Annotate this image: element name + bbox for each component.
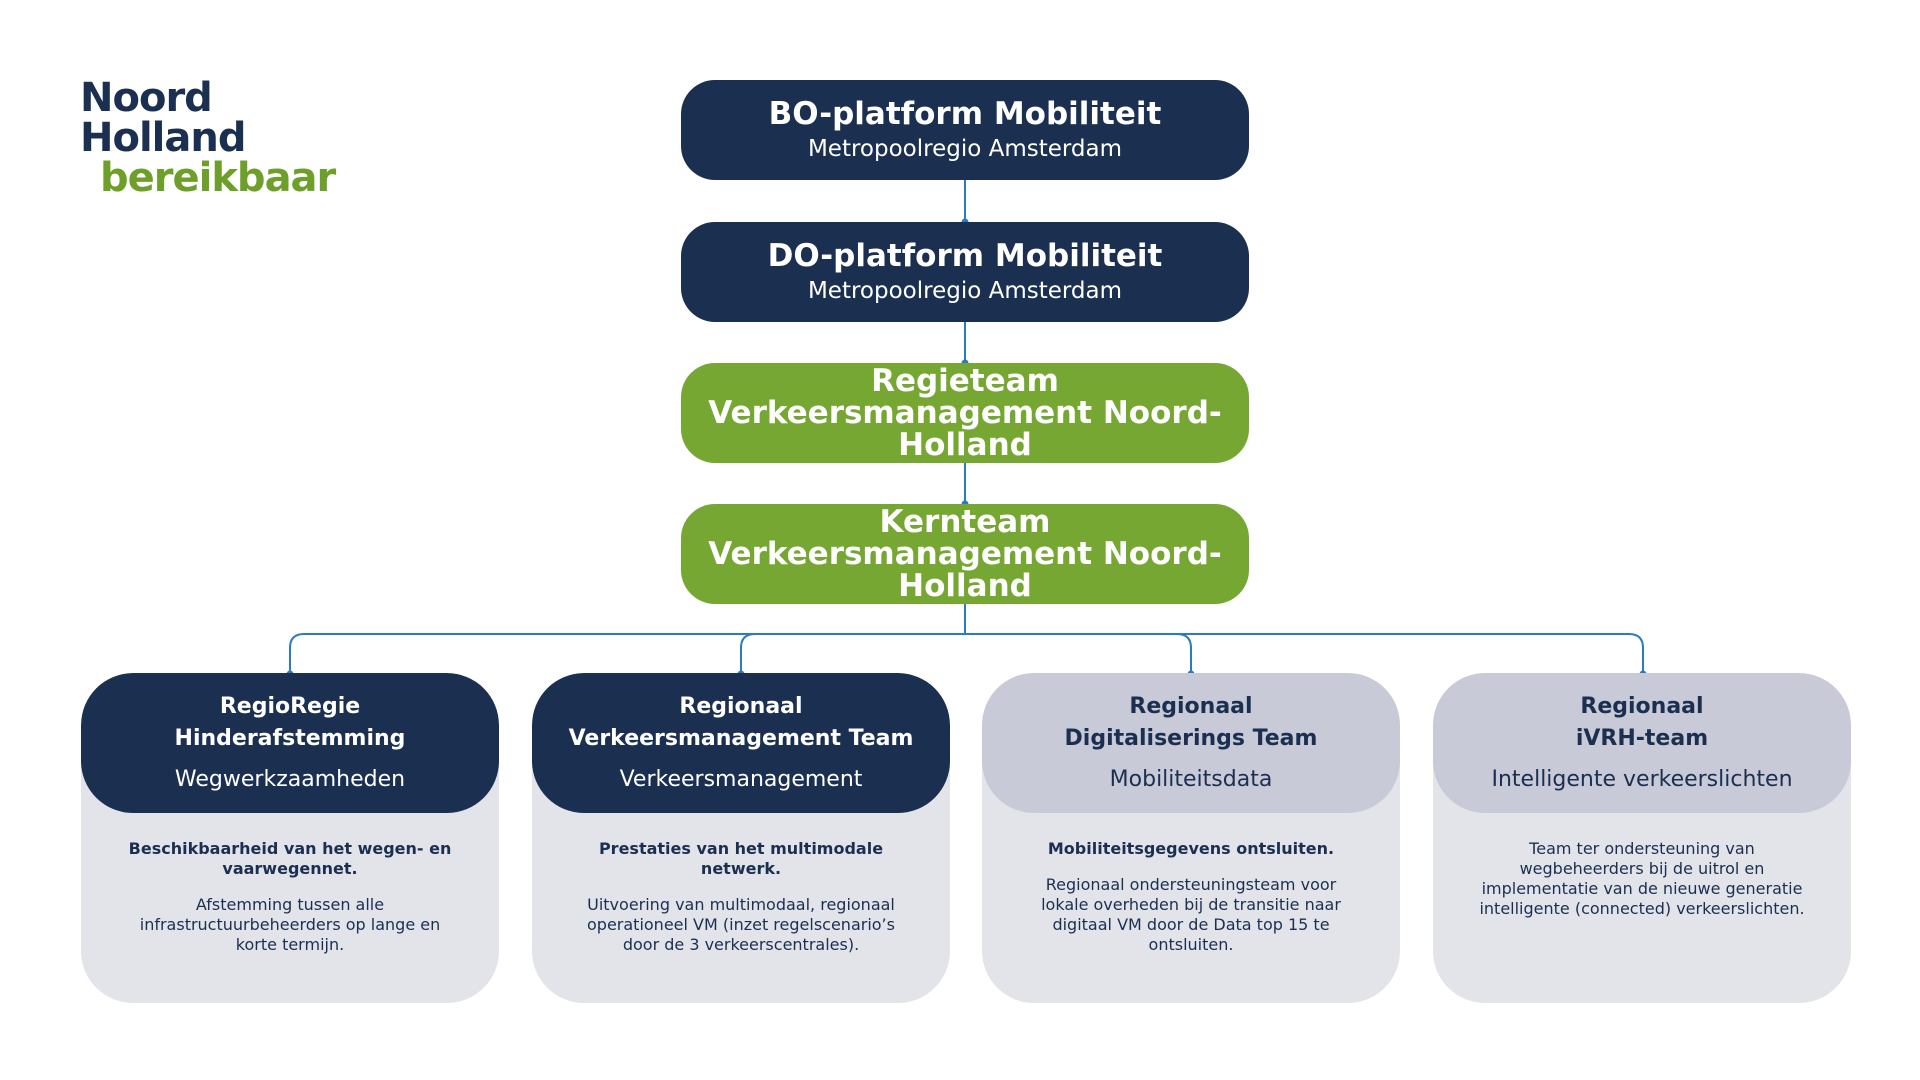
logo-line-noord: Noord	[80, 75, 213, 121]
connector-bus	[289, 633, 1644, 674]
connector-team-3	[1176, 633, 1192, 674]
team-text: Afstemming tussen alle infrastructuurbeh…	[139, 895, 441, 954]
box-title: DO-platform Mobiliteit	[767, 238, 1163, 274]
team-card-body: Prestaties van het multimodale netwerk. …	[532, 813, 950, 955]
team-bold-text: Beschikbaarheid van het wegen- en vaarwe…	[128, 839, 452, 878]
box-title: Kernteam Verkeersmanagement Noord-Hollan…	[708, 504, 1222, 604]
team-title-line2: Hinderafstemming	[174, 726, 406, 751]
team-subtitle: Intelligente verkeerslichten	[1491, 767, 1793, 792]
box-subtitle: Metropoolregio Amsterdam	[807, 136, 1123, 162]
logo-line-holland: Holland	[80, 115, 246, 161]
box-do-platform: DO-platform Mobiliteit Metropoolregio Am…	[681, 222, 1249, 322]
team-subtitle: Mobiliteitsdata	[1109, 767, 1273, 792]
team-subtitle: Wegwerkzaamheden	[174, 767, 406, 792]
box-kernteam: Kernteam Verkeersmanagement Noord-Hollan…	[681, 504, 1249, 604]
team-card-header: Regionaal Digitaliserings Team Mobilitei…	[982, 673, 1400, 813]
team-card-verkeersmanagement: Regionaal Verkeersmanagement Team Verkee…	[532, 673, 950, 1003]
connector-team-2	[740, 633, 756, 674]
team-title-line1: RegioRegie	[219, 694, 361, 719]
team-subtitle: Verkeersmanagement	[619, 767, 863, 792]
team-card-header: Regionaal Verkeersmanagement Team Verkee…	[532, 673, 950, 813]
team-card-body: Mobiliteitsgegevens ontsluiten. Regionaa…	[982, 813, 1400, 955]
team-text: Team ter ondersteuning van wegbeheerders…	[1479, 839, 1805, 918]
team-title-line1: Regionaal	[1129, 694, 1253, 719]
team-bold-text: Prestaties van het multimodale netwerk.	[598, 839, 884, 878]
logo: Noord Holland bereikbaar	[80, 75, 336, 201]
team-card-regioregie: RegioRegie Hinderafstemming Wegwerkzaamh…	[81, 673, 499, 1003]
team-bold-text: Mobiliteitsgegevens ontsluiten.	[1047, 839, 1335, 858]
team-card-header: Regionaal iVRH-team Intelligente verkeer…	[1433, 673, 1851, 813]
team-text: Uitvoering van multimodaal, regionaal op…	[587, 895, 895, 954]
team-card-body: Beschikbaarheid van het wegen- en vaarwe…	[81, 813, 499, 955]
team-card-body: Team ter ondersteuning van wegbeheerders…	[1433, 813, 1851, 919]
team-title-line2: Verkeersmanagement Team	[568, 726, 914, 751]
box-title: Regieteam Verkeersmanagement Noord-Holla…	[708, 363, 1222, 463]
team-text: Regionaal ondersteuningsteam voor lokale…	[1041, 875, 1341, 954]
box-subtitle: Metropoolregio Amsterdam	[807, 278, 1123, 304]
logo-line-bereikbaar: bereikbaar	[100, 155, 336, 201]
team-card-digitalisering: Regionaal Digitaliserings Team Mobilitei…	[982, 673, 1400, 1003]
team-title-line2: iVRH-team	[1575, 726, 1709, 751]
box-regieteam: Regieteam Verkeersmanagement Noord-Holla…	[681, 363, 1249, 463]
box-title: BO-platform Mobiliteit	[768, 96, 1162, 132]
box-bo-platform: BO-platform Mobiliteit Metropoolregio Am…	[681, 80, 1249, 180]
team-title-line1: Regionaal	[1580, 694, 1704, 719]
team-card-ivrh: Regionaal iVRH-team Intelligente verkeer…	[1433, 673, 1851, 1003]
team-card-header: RegioRegie Hinderafstemming Wegwerkzaamh…	[81, 673, 499, 813]
team-title-line2: Digitaliserings Team	[1064, 726, 1318, 751]
team-title-line1: Regionaal	[679, 694, 803, 719]
